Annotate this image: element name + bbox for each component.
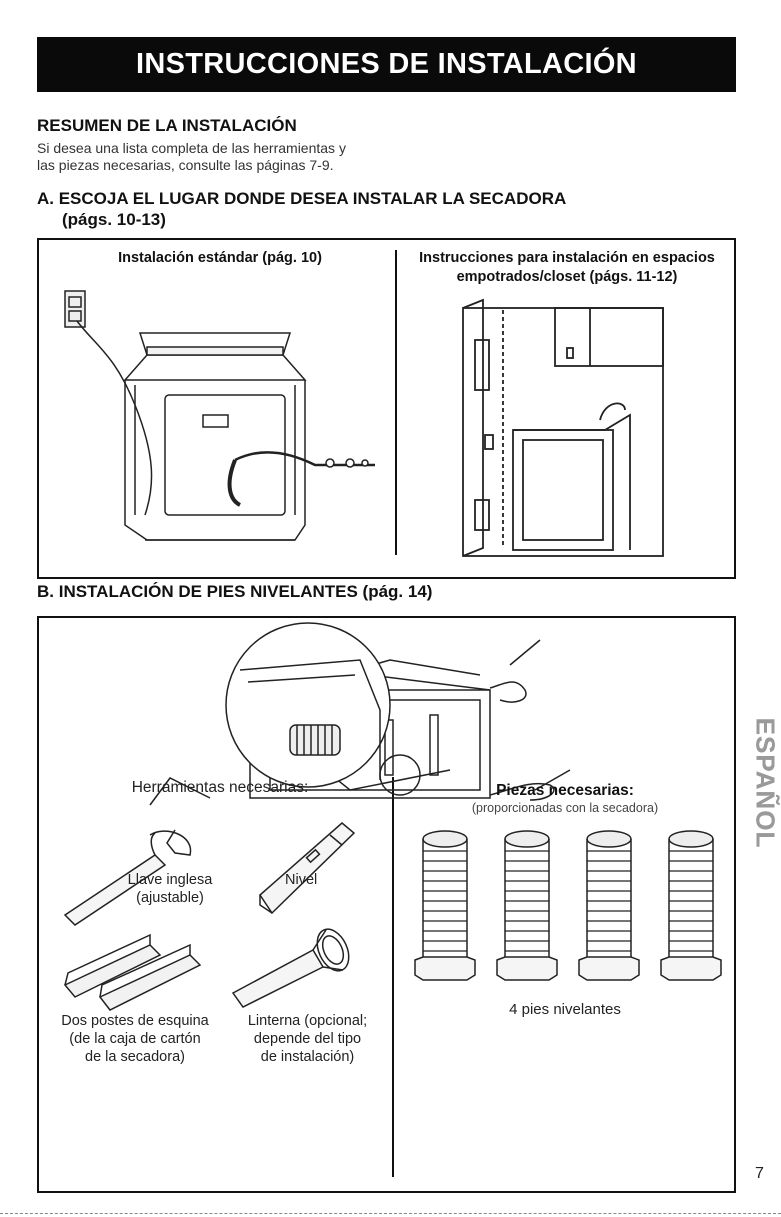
- section-b-divider: [392, 777, 394, 1177]
- feet-label: 4 pies nivelantes: [509, 1001, 621, 1018]
- section-b-box: [37, 616, 736, 1193]
- parts-subheading: (proporcionadas con la secadora): [471, 801, 659, 815]
- leveling-foot-4: [660, 830, 722, 981]
- flashlight-label-1: Linterna (opcional;: [247, 1013, 368, 1029]
- summary-line-1: Si desea una lista completa de las herra…: [37, 140, 346, 156]
- flashlight-icon: [231, 928, 350, 1008]
- corner-posts-icon: [63, 933, 202, 1011]
- flashlight-label-3: de instalación): [260, 1049, 355, 1065]
- leveling-foot-3: [578, 830, 640, 981]
- standard-install-caption: Instalación estándar (pág. 10): [118, 250, 322, 266]
- posts-label-2: (de la caja de cartón: [69, 1031, 201, 1047]
- page-number: 7: [755, 1165, 764, 1182]
- section-b-title: B. INSTALACIÓN DE PIES NIVELANTES (pág. …: [37, 582, 433, 601]
- posts-label-3: de la secadora): [85, 1049, 185, 1065]
- page-header-bar: INSTRUCCIONES DE INSTALACIÓN: [37, 37, 736, 92]
- section-a-title: A. ESCOJA EL LUGAR DONDE DESEA INSTALAR …: [37, 189, 567, 208]
- leveling-foot-1: [414, 830, 476, 981]
- leveling-feet-parts-illustration: [414, 830, 722, 981]
- language-side-tab: ESPAÑOL: [751, 690, 781, 875]
- leveling-foot-2: [496, 830, 558, 981]
- section-a-pages: (págs. 10-13): [62, 210, 166, 229]
- language-label: ESPAÑOL: [750, 717, 781, 848]
- flashlight-label-2: depende del tipo: [253, 1031, 362, 1047]
- leveling-feet-illustration: [149, 622, 571, 806]
- standard-install-illustration: [64, 290, 375, 541]
- wrench-label-2: (ajustable): [136, 890, 204, 906]
- closet-install-caption-1: Instrucciones para instalación en espaci…: [419, 250, 715, 266]
- tools-heading: Herramientas necesarias:: [131, 779, 309, 796]
- section-a-divider: [395, 250, 397, 555]
- page-title: INSTRUCCIONES DE INSTALACIÓN: [136, 48, 637, 80]
- closet-install-illustration: [462, 298, 664, 557]
- level-icon: [259, 822, 356, 915]
- section-a-box: [37, 238, 736, 579]
- posts-label-1: Dos postes de esquina: [61, 1013, 209, 1029]
- closet-install-caption-2: empotrados/closet (págs. 11-12): [456, 269, 678, 285]
- footer-cut-line: [0, 1213, 781, 1214]
- summary-text: Si desea una lista completa de las herra…: [37, 140, 417, 174]
- level-label: Nivel: [285, 872, 318, 888]
- summary-line-2: las piezas necesarias, consulte las pági…: [37, 157, 334, 173]
- wrench-icon: [63, 829, 192, 926]
- parts-heading: Piezas necesarias:: [496, 782, 634, 799]
- wrench-label-1: Llave inglesa: [127, 872, 213, 888]
- summary-title: RESUMEN DE LA INSTALACIÓN: [37, 116, 297, 135]
